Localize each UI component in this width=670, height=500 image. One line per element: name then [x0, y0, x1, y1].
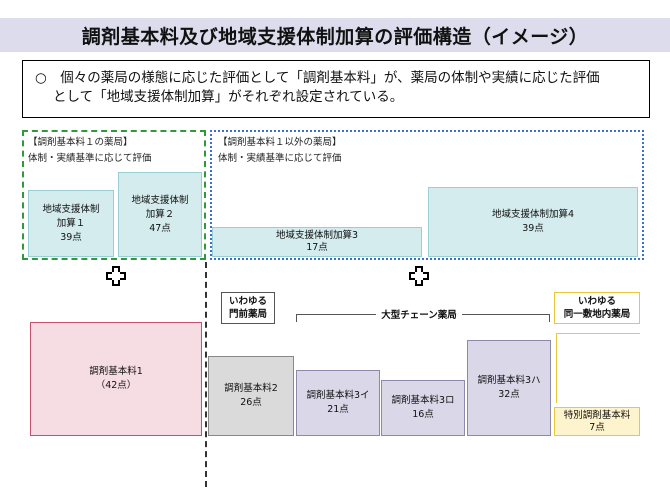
- basic-fee-3ha-name: 調剤基本料3ハ: [477, 375, 541, 386]
- addition-2-name2: 加算２: [145, 208, 175, 220]
- chain-bracket-right: [549, 314, 550, 322]
- chain-bracket-left: [296, 314, 297, 322]
- summary-line-1: ○ 個々の薬局の様態に応じた評価として「調剤基本料」が、薬局の体制や実績に応じた…: [35, 70, 600, 86]
- addition-1-points: 39点: [60, 231, 82, 243]
- tag-monzen-line1: いわゆる: [228, 296, 267, 307]
- same-site-bracket-line: [556, 333, 640, 334]
- summary-line-2: として「地域支援体制加算」がそれぞれ設定されている。: [53, 89, 404, 105]
- regional-support-addition-2: 地域支援体制 加算２ 47点: [118, 172, 202, 257]
- tag-same-site-pharmacy: いわゆる 同一敷地内薬局: [554, 292, 640, 324]
- group-left-subheading: 体制・実績基準に応じて評価: [28, 153, 152, 164]
- addition-4-name: 地域支援体制加算4: [491, 209, 575, 220]
- basic-fee-3i-points: 21点: [327, 404, 349, 415]
- divider-line: [205, 262, 207, 487]
- basic-fee-3i-box: 調剤基本料3イ 21点: [296, 370, 380, 436]
- basic-fee-1-points: （42点）: [95, 380, 137, 391]
- special-basic-fee-points: 7点: [589, 421, 605, 433]
- basic-fee-3i-name: 調剤基本料3イ: [306, 390, 370, 401]
- basic-fee-3ro-name: 調剤基本料3ロ: [391, 395, 455, 406]
- tag-monzen-line2: 門前薬局: [228, 309, 267, 320]
- tag-same-site-line1: いわゆる: [577, 296, 616, 307]
- addition-3-name: 地域支援体制加算3: [275, 230, 359, 241]
- basic-fee-2-name: 調剤基本料2: [224, 383, 278, 394]
- same-site-bracket-left: [556, 333, 557, 403]
- addition-2-points: 47点: [149, 222, 171, 234]
- page-title: 調剤基本料及び地域支援体制加算の評価構造（イメージ）: [81, 26, 589, 48]
- title-bar: [0, 18, 670, 52]
- basic-fee-3ro-box: 調剤基本料3ロ 16点: [381, 380, 465, 436]
- addition-1-name2: 加算１: [56, 217, 86, 229]
- regional-support-addition-1: 地域支援体制 加算１ 39点: [28, 190, 114, 257]
- plus-icon: [409, 266, 429, 286]
- addition-3-points: 17点: [306, 242, 328, 253]
- tag-same-site-line2: 同一敷地内薬局: [563, 309, 631, 320]
- summary-box: ○ 個々の薬局の様態に応じた評価として「調剤基本料」が、薬局の体制や実績に応じた…: [22, 60, 650, 118]
- basic-fee-2-points: 26点: [240, 397, 262, 408]
- basic-fee-2-box: 調剤基本料2 26点: [208, 356, 294, 436]
- regional-support-addition-4: 地域支援体制加算4 39点: [428, 187, 638, 257]
- group-left-heading: 【調剤基本料１の薬局】: [28, 137, 133, 148]
- basic-fee-1-name: 調剤基本料1: [89, 366, 143, 377]
- special-basic-fee-box: 特別調剤基本料 7点: [554, 407, 640, 436]
- plus-icon: [106, 266, 126, 286]
- group-right-subheading: 体制・実績基準に応じて評価: [218, 153, 342, 164]
- special-basic-fee-name: 特別調剤基本料: [563, 409, 631, 421]
- group-basic-fee-1: 【調剤基本料１の薬局】 体制・実績基準に応じて評価: [22, 130, 206, 260]
- group-right-heading: 【調剤基本料１以外の薬局】: [218, 137, 342, 148]
- basic-fee-3ha-points: 32点: [498, 389, 520, 400]
- basic-fee-1-box: 調剤基本料1 （42点）: [30, 322, 202, 436]
- tag-monzen-pharmacy: いわゆる 門前薬局: [221, 292, 275, 324]
- addition-2-name: 地域支援体制: [131, 194, 189, 206]
- regional-support-addition-3: 地域支援体制加算3 17点: [212, 227, 422, 257]
- basic-fee-3ha-box: 調剤基本料3ハ 32点: [467, 340, 551, 436]
- basic-fee-3ro-points: 16点: [412, 409, 434, 420]
- tag-chain-pharmacy: 大型チェーン薬局: [376, 306, 462, 324]
- addition-1-name: 地域支援体制: [42, 203, 100, 215]
- addition-4-points: 39点: [522, 223, 544, 234]
- group-non-basic-fee-1: 【調剤基本料１以外の薬局】 体制・実績基準に応じて評価: [210, 130, 644, 260]
